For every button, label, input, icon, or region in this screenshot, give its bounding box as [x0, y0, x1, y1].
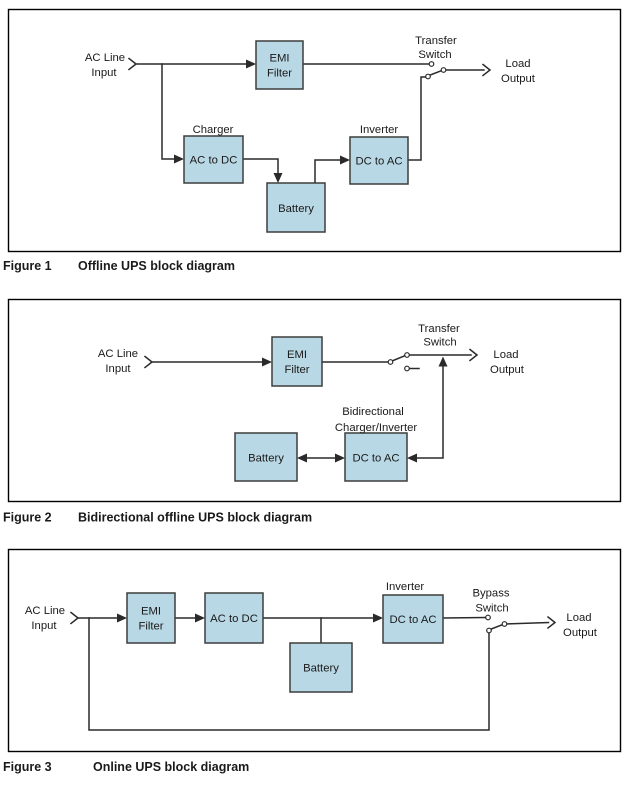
input-chevron-icon — [127, 57, 138, 71]
wire-battery-to-inverter — [314, 159, 342, 184]
ac-to-dc-box — [183, 135, 244, 184]
wire-branch-to-charger — [161, 63, 176, 160]
arrowhead-into-battery — [297, 453, 307, 463]
dc-to-ac-box — [382, 594, 444, 644]
transfer-switch-label-line2: Switch — [423, 337, 456, 349]
arrowhead-into-dcac — [373, 613, 383, 623]
switch-contact-main — [387, 359, 394, 365]
load-chevron-icon — [546, 615, 557, 630]
emi-filter-label-line1: EMI — [287, 349, 307, 361]
figure3-caption-label: Figure 3 — [3, 760, 52, 774]
emi-filter-label-line2: Filter — [138, 621, 163, 633]
figure2-caption-title: Bidirectional offline UPS block diagram — [78, 511, 312, 525]
dc-to-ac-label: DC to AC — [352, 453, 399, 465]
input-chevron-icon — [143, 355, 154, 369]
switch-contact-bottom — [404, 365, 410, 372]
dc-to-ac-box — [349, 136, 409, 185]
emi-filter-box — [255, 40, 304, 90]
emi-filter-box — [271, 336, 323, 387]
arrowhead-into-dcac — [340, 155, 350, 165]
switch-contact-top — [428, 61, 435, 67]
arrowhead-into-emi — [246, 59, 256, 69]
input-chevron-icon — [69, 611, 80, 625]
arrowhead-into-battery — [273, 173, 283, 183]
emi-filter-box — [126, 592, 176, 644]
dc-to-ac-label: DC to AC — [355, 156, 402, 168]
load-output-label-line2: Output — [501, 73, 536, 85]
load-chevron-icon — [468, 348, 479, 362]
ac-line-input-label-line2: Input — [105, 363, 131, 375]
battery-box — [266, 182, 326, 233]
arrowhead-into-acdc — [174, 154, 184, 164]
load-output-label-line1: Load — [505, 58, 530, 70]
figure2-border — [7, 298, 622, 503]
ac-line-input-label-line2: Input — [91, 67, 117, 79]
ac-to-dc-label: AC to DC — [210, 613, 258, 625]
wire-dcac-to-switch — [442, 616, 487, 619]
arrowhead-into-dcac-left — [335, 453, 345, 463]
inverter-label: Inverter — [386, 581, 425, 593]
switch-contact-bottom — [486, 627, 492, 634]
bidirectional-label-line2: Charger/Inverter — [335, 422, 417, 434]
figure2-diagram: EMI Filter Battery DC to AC AC Line Inpu… — [7, 298, 622, 503]
ac-line-input-label-line1: AC Line — [25, 605, 65, 617]
ac-to-dc-box — [204, 592, 264, 644]
transfer-switch-label-line1: Transfer — [415, 35, 457, 47]
figure3-diagram: EMI Filter AC to DC Battery DC to AC AC … — [7, 548, 622, 753]
battery-label: Battery — [278, 203, 314, 215]
transfer-switch-label-line1: Transfer — [418, 323, 460, 335]
emi-filter-label-line1: EMI — [269, 53, 289, 65]
emi-filter-label-line2: Filter — [267, 68, 292, 80]
switch-contact-pole — [404, 352, 410, 358]
figure2-caption-label: Figure 2 — [3, 511, 52, 525]
switch-blade — [489, 623, 504, 631]
arrowhead-into-dcac-right — [407, 453, 417, 463]
wire-charger-to-battery — [242, 158, 279, 175]
load-output-label-line1: Load — [493, 349, 518, 361]
battery-box — [234, 432, 298, 482]
wire-bus-to-converter — [415, 365, 444, 459]
switch-blade — [428, 69, 443, 77]
wire-bypass-path — [88, 617, 490, 731]
figure1-border — [7, 8, 622, 253]
load-output-label-line1: Load — [566, 612, 591, 624]
arrowhead-into-emi — [262, 357, 272, 367]
ac-to-dc-label: AC to DC — [190, 155, 238, 167]
arrowhead-up-to-bus — [438, 356, 448, 367]
arrowhead-into-emi — [117, 613, 127, 623]
bypass-switch-label-line2: Switch — [475, 603, 508, 615]
battery-label: Battery — [303, 663, 339, 675]
figure3-border — [7, 548, 622, 753]
figure1-caption-label: Figure 1 — [3, 259, 52, 273]
ac-line-input-label-line1: AC Line — [98, 348, 138, 360]
battery-label: Battery — [248, 453, 284, 465]
wire-to-load — [504, 621, 550, 625]
switch-contact-top — [485, 614, 491, 621]
emi-filter-label-line1: EMI — [141, 606, 161, 618]
ac-line-input-label-line1: AC Line — [85, 52, 125, 64]
switch-contact-bottom — [425, 73, 431, 80]
dc-to-ac-label: DC to AC — [389, 614, 436, 626]
ac-line-input-label-line2: Input — [31, 620, 57, 632]
figure1-caption-title: Offline UPS block diagram — [78, 259, 235, 273]
load-output-label-line2: Output — [490, 364, 525, 376]
battery-box — [289, 642, 353, 693]
load-chevron-icon — [481, 63, 492, 77]
switch-blade — [391, 354, 407, 362]
bypass-switch-label-line1: Bypass — [472, 588, 509, 600]
charger-label: Charger — [193, 124, 234, 136]
transfer-switch-label-line2: Switch — [418, 49, 451, 61]
load-output-label-line2: Output — [563, 627, 598, 639]
emi-filter-label-line2: Filter — [284, 364, 309, 376]
figure3-caption-title: Online UPS block diagram — [93, 760, 249, 774]
wire-inverter-to-switch — [407, 76, 427, 161]
bidirectional-label-line1: Bidirectional — [342, 406, 404, 418]
inverter-label: Inverter — [360, 124, 399, 136]
switch-contact-pole — [501, 621, 508, 627]
switch-contact-pole — [440, 67, 447, 73]
arrowhead-into-acdc — [195, 613, 205, 623]
figure1-diagram: EMI Filter AC to DC Battery DC to AC AC … — [7, 8, 622, 253]
dc-to-ac-box — [344, 432, 408, 482]
